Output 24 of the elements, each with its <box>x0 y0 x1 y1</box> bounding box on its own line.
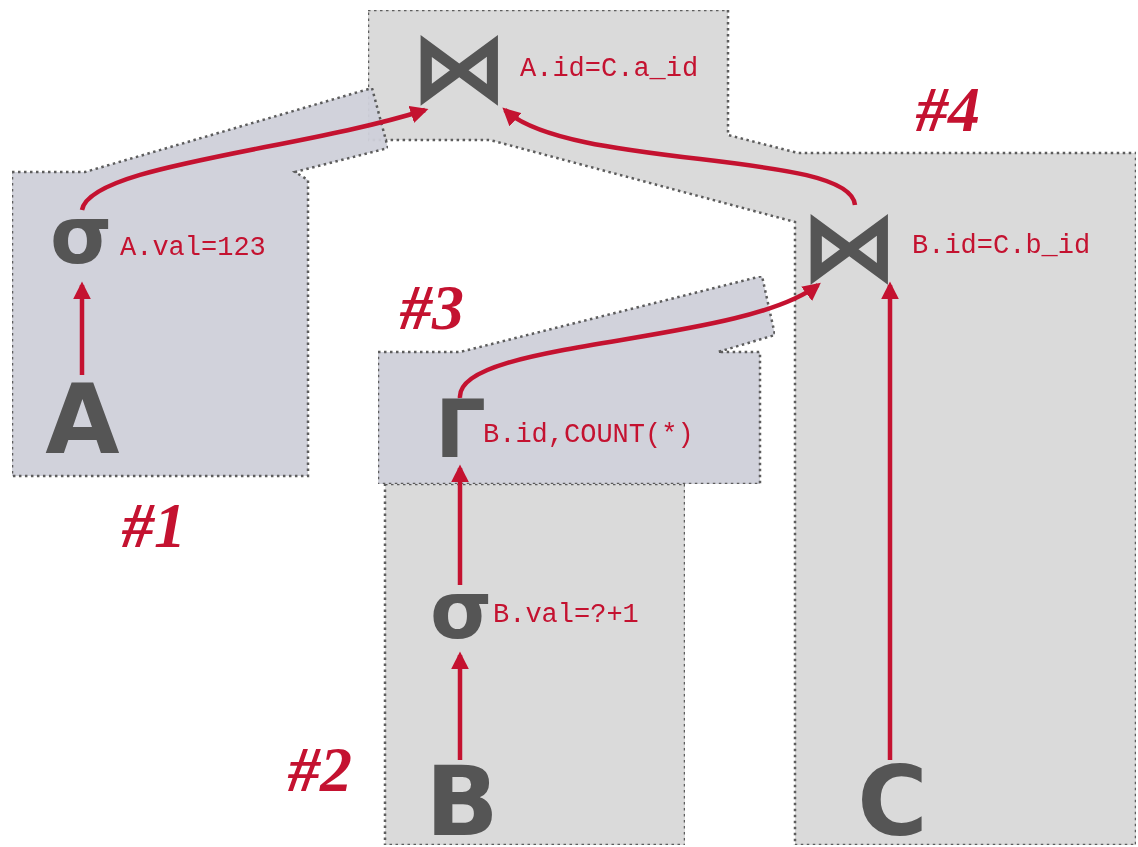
arrow <box>73 281 91 375</box>
arrow <box>502 108 857 207</box>
operator-symbol: σ <box>430 571 493 651</box>
arrow <box>451 464 469 585</box>
predicate-label: B.id=C.b_id <box>912 233 1091 260</box>
predicate-label: B.id,COUNT(*) <box>483 422 694 449</box>
operator-symbol: Γ <box>435 390 486 470</box>
arrow <box>457 283 822 399</box>
operator-symbol: ⋈ <box>800 197 898 295</box>
table-name: B <box>426 760 498 844</box>
arrow <box>881 281 899 760</box>
pipeline-number: #3 <box>400 276 464 340</box>
predicate-label: A.id=C.a_id <box>520 56 699 83</box>
arrow <box>451 651 469 760</box>
predicate-label: B.val=?+1 <box>493 602 639 629</box>
table-name: A <box>40 375 125 465</box>
operator-symbol: ⋈ <box>410 18 508 116</box>
operator-symbol: σ <box>50 196 113 276</box>
table-name: C <box>855 760 930 844</box>
predicate-label: A.val=123 <box>120 235 266 262</box>
pipeline-number: #2 <box>288 738 352 802</box>
arrow <box>80 105 429 212</box>
pipeline-number: #1 <box>122 494 186 558</box>
pipeline-number: #4 <box>916 78 980 142</box>
